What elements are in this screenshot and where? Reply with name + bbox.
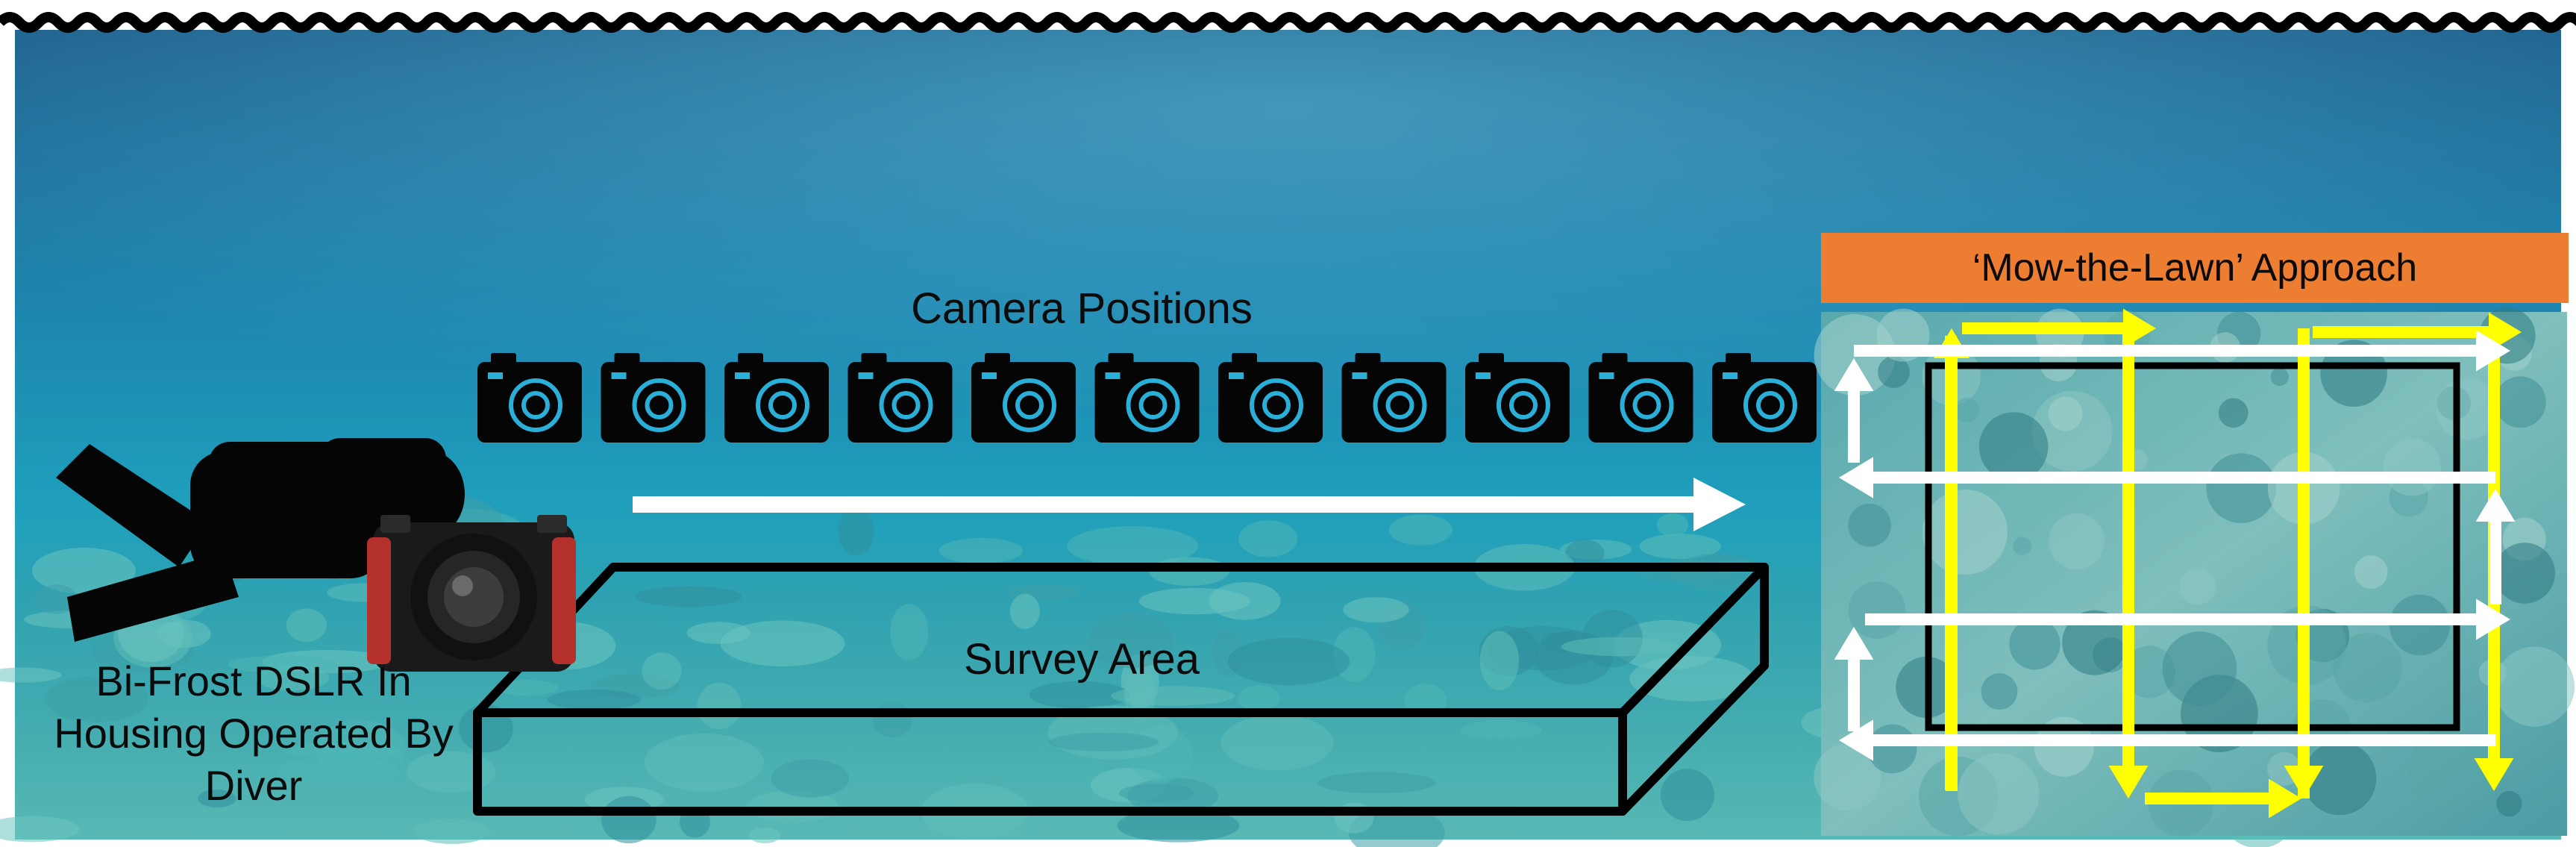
mow-the-lawn-label: ‘Mow-the-Lawn’ Approach: [1972, 246, 2418, 290]
camera-icon: [1588, 353, 1693, 443]
camera-positions-label: Camera Positions: [911, 284, 1253, 333]
scuba-diver-icon: [56, 438, 465, 642]
camera-icon: [1094, 353, 1200, 443]
camera-positions-row: [477, 353, 1817, 443]
path-arrow: [2145, 778, 2301, 819]
path-arrow: [1839, 457, 2495, 498]
path-arrow: [2284, 328, 2324, 798]
camera-icon: [1712, 353, 1817, 443]
path-arrow: [1834, 627, 1874, 731]
path-arrow: [1834, 358, 1874, 463]
path-arrow: [2108, 328, 2149, 798]
underwater-camera-housing-icon: [367, 515, 576, 672]
camera-icon: [477, 353, 582, 443]
camera-icon: [601, 353, 706, 443]
path-arrow: [1865, 598, 2510, 640]
diver-caption-line-3: Diver: [204, 762, 303, 809]
path-arrow: [2313, 312, 2522, 352]
camera-icon: [1218, 353, 1323, 443]
camera-icon: [847, 353, 953, 443]
white-path-arrows: [1834, 330, 2516, 761]
camera-icon: [971, 353, 1076, 443]
diver-caption: Bi-Frost DSLR In Housing Operated By Div…: [45, 655, 463, 812]
camera-icon: [724, 353, 829, 443]
path-arrow: [1962, 308, 2156, 349]
water-surface-line: [0, 12, 2576, 33]
path-arrow: [1854, 330, 2510, 372]
path-arrow: [1839, 719, 2495, 761]
camera-icon: [1465, 353, 1570, 443]
camera-icon: [1341, 353, 1447, 443]
diver-caption-line-1: Bi-Frost DSLR In: [95, 657, 412, 704]
survey-area-label: Survey Area: [964, 635, 1200, 684]
diver-caption-line-2: Housing Operated By: [54, 710, 454, 757]
arrow-right-icon: [1693, 478, 1746, 531]
survey-direction-arrow: [633, 478, 1746, 531]
mow-the-lawn-banner: ‘Mow-the-Lawn’ Approach: [1821, 233, 2569, 303]
path-arrow: [2475, 489, 2516, 604]
mow-the-lawn-panel: [1814, 307, 2575, 837]
